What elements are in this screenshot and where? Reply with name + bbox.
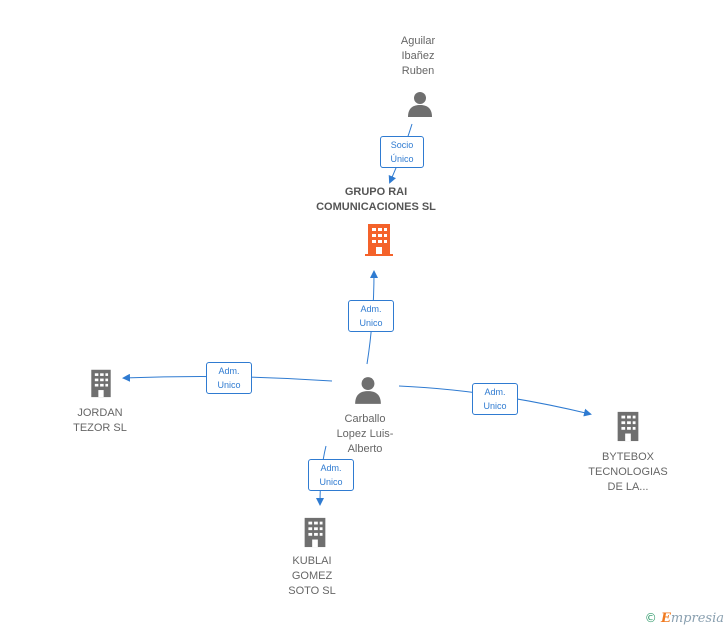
edge-label-adm-unico-jordan[interactable]: Adm. Unico [206, 362, 252, 394]
node-label-aguilar[interactable]: Aguilar Ibañez Ruben [400, 35, 436, 77]
node-label-bytebox[interactable]: BYTEBOX TECNOLOGIAS DE LA... [588, 451, 668, 493]
brand-logo: © Empresia [645, 611, 724, 626]
person-icon[interactable] [406, 90, 434, 118]
edge-label-adm-unico-kublai[interactable]: Adm. Unico [308, 459, 354, 491]
building-icon-main[interactable] [362, 222, 396, 256]
copyright-icon: © [644, 611, 657, 625]
brand-name: mpresia [670, 611, 724, 626]
edge-label-socio-unico[interactable]: Socio Único [380, 136, 424, 168]
node-label-carballo[interactable]: Carballo Lopez Luis- Alberto [336, 413, 394, 455]
edge-label-adm-unico-grupo[interactable]: Adm. Unico [348, 300, 394, 332]
node-label-grupo-rai[interactable]: GRUPO RAI COMUNICACIONES SL [316, 186, 436, 213]
building-icon[interactable] [86, 366, 116, 400]
node-label-jordan[interactable]: JORDAN TEZOR SL [73, 407, 127, 434]
brand-initial: E [660, 611, 671, 626]
person-icon[interactable] [353, 375, 383, 405]
edge-label-adm-unico-bytebox[interactable]: Adm. Unico [472, 383, 518, 415]
node-label-kublai[interactable]: KUBLAI GOMEZ SOTO SL [288, 555, 336, 597]
building-icon[interactable] [612, 408, 644, 444]
building-icon[interactable] [299, 514, 331, 550]
